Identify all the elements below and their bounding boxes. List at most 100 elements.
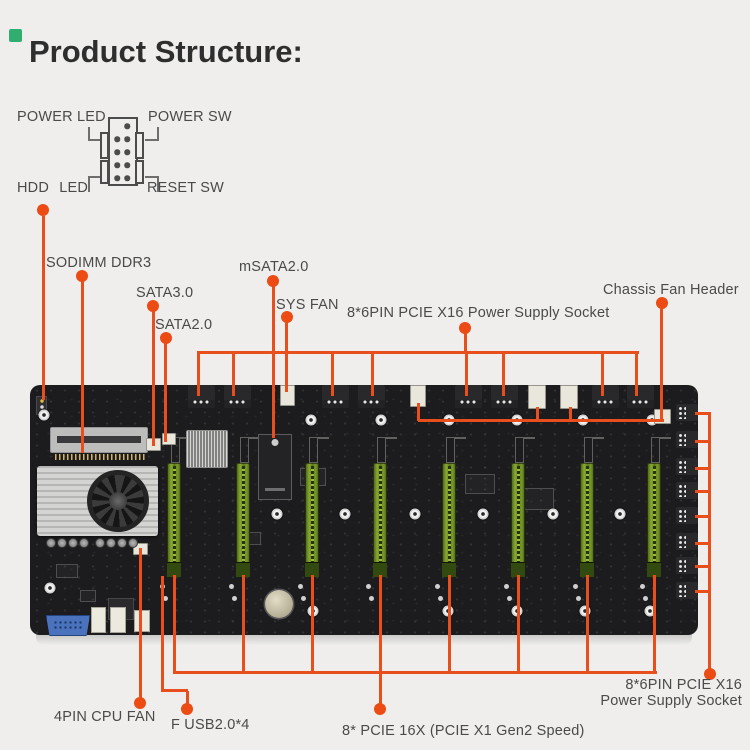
callout-line <box>601 351 604 396</box>
callout-line <box>695 590 709 593</box>
6pin-power-socket-top <box>358 385 385 408</box>
slot-silkscreen <box>309 437 329 463</box>
brand-logo-square <box>9 29 22 42</box>
callout-line <box>653 575 656 673</box>
screw-hole <box>38 409 50 421</box>
label-hdd-led: HDD LED <box>17 180 89 196</box>
sodimm-slot <box>50 427 148 460</box>
screw-hole <box>547 508 559 520</box>
pin-header-connector-line <box>88 127 90 141</box>
callout-line <box>695 412 709 415</box>
screw-hole <box>614 508 626 520</box>
pin-header-connector-line <box>157 176 159 192</box>
label-sodimm-ddr3: SODIMM DDR3 <box>46 255 152 271</box>
callout-line <box>464 333 467 354</box>
label-power-led: POWER LED <box>17 109 106 125</box>
callout-line <box>635 351 638 396</box>
slot-silkscreen <box>584 437 604 463</box>
callout-line <box>695 490 709 493</box>
smd-capacitor <box>366 584 371 589</box>
callout-line <box>164 343 167 442</box>
smd-capacitor <box>435 584 440 589</box>
pin-header-connector-line <box>88 176 90 192</box>
6pin-power-socket-top <box>491 385 518 408</box>
label-sata2: SATA2.0 <box>155 317 213 333</box>
capacitor <box>79 538 89 548</box>
pin-header-connector-line <box>145 139 159 141</box>
callout-line <box>695 467 709 470</box>
callout-line <box>42 216 45 400</box>
6pin-power-socket-right <box>676 557 698 574</box>
pin-header-bracket <box>100 160 109 184</box>
pin-dot <box>124 136 130 142</box>
smd-capacitor <box>232 596 237 601</box>
callout-line <box>586 575 589 673</box>
smd-capacitor <box>438 596 443 601</box>
callout-line <box>139 548 142 698</box>
callout-line <box>242 575 245 673</box>
ic-chip <box>465 474 495 494</box>
label-reset-sw: RESET SW <box>147 180 225 196</box>
cmos-battery <box>265 590 293 618</box>
capacitor <box>95 538 105 548</box>
callout-dot <box>459 322 471 334</box>
vga-port <box>46 615 90 636</box>
callout-line <box>371 351 374 396</box>
pin-dot <box>114 149 120 155</box>
callout-dot <box>160 332 172 344</box>
pin-dot <box>114 175 120 181</box>
screw-hole <box>271 508 283 520</box>
callout-line <box>161 689 188 692</box>
smd-capacitor <box>573 584 578 589</box>
label-sys-fan: SYS FAN <box>276 297 339 313</box>
fan-header <box>560 385 578 409</box>
pin-header-outline <box>108 117 138 186</box>
callout-line <box>536 407 539 421</box>
6pin-power-socket-top <box>627 385 654 408</box>
chipset-heatsink <box>186 430 228 468</box>
msata-slot <box>258 434 292 500</box>
label-msata2: mSATA2.0 <box>239 259 309 275</box>
smd-capacitor <box>229 584 234 589</box>
pcie-x16-slot <box>167 463 181 577</box>
capacitor <box>117 538 127 548</box>
capacitor <box>57 538 67 548</box>
callout-line <box>379 575 382 673</box>
callout-dot <box>704 668 716 680</box>
capacitor <box>128 538 138 548</box>
callout-line <box>331 351 334 396</box>
smd-capacitor <box>298 584 303 589</box>
pin-dot <box>124 149 130 155</box>
pin-header-connector-line <box>157 127 159 141</box>
smd-capacitor <box>507 596 512 601</box>
pcie-x16-slot <box>373 463 387 577</box>
callout-dot <box>76 270 88 282</box>
smd-capacitor <box>643 596 648 601</box>
callout-line <box>465 351 468 396</box>
board-shadow <box>36 633 692 645</box>
cpu-fan <box>87 470 149 532</box>
callout-dot <box>267 275 279 287</box>
screw-hole <box>579 605 591 617</box>
capacitor <box>68 538 78 548</box>
callout-line <box>272 286 275 438</box>
label-power-sw: POWER SW <box>148 109 232 125</box>
callout-line <box>417 403 420 421</box>
callout-line <box>448 575 451 673</box>
6pin-power-socket-right <box>676 533 698 550</box>
callout-line <box>695 440 709 443</box>
capacitor <box>46 538 56 548</box>
pin-header-bracket <box>135 160 144 184</box>
pin-header-bracket <box>135 132 144 159</box>
6pin-power-socket-top <box>592 385 619 408</box>
callout-dot <box>281 311 293 323</box>
usb-port <box>110 607 126 633</box>
smd-capacitor <box>576 596 581 601</box>
pin-dot <box>114 136 120 142</box>
6pin-power-socket-right <box>676 458 698 475</box>
pin-dot <box>124 175 130 181</box>
callout-dot <box>181 703 193 715</box>
callout-line <box>311 575 314 673</box>
pin-header-connector-line <box>88 176 102 178</box>
